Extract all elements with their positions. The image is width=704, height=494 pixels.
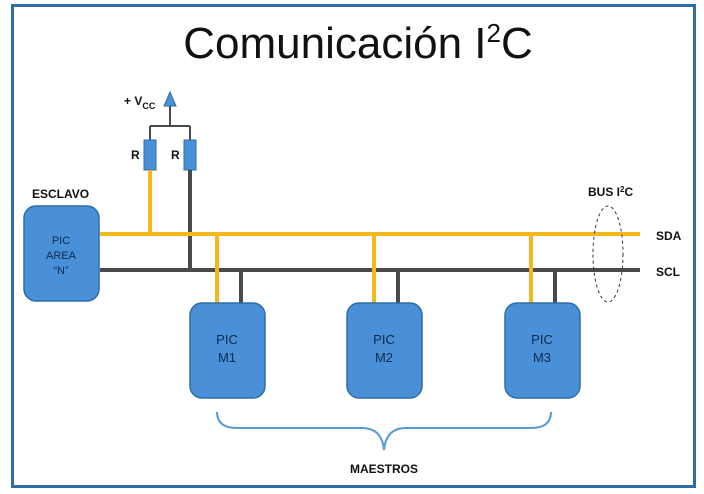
bus-label: BUS I2C: [588, 185, 633, 199]
masters-brace: [216, 411, 552, 451]
resistor-1-label: R: [131, 148, 140, 162]
slave-heading: ESCLAVO: [32, 187, 89, 201]
resistor-2-label: R: [171, 148, 180, 162]
vcc-arrow-icon: [163, 90, 177, 107]
slide-frame: [11, 4, 696, 488]
bus-ellipse: [592, 205, 624, 303]
master-box-m2: [346, 302, 423, 399]
vcc-label: + VCC: [124, 94, 156, 111]
slave-line-2: AREA: [46, 250, 77, 262]
master-m1-line-1: PIC: [216, 332, 238, 347]
slave-box: [23, 205, 100, 302]
master-m3-line-1: PIC: [531, 332, 553, 347]
master-m2-line-1: PIC: [373, 332, 395, 347]
resistor-2: [183, 139, 197, 171]
resistor-1: [143, 139, 157, 171]
master-box-m1: [189, 302, 266, 399]
master-box-m3: [504, 302, 581, 399]
slave-line-1: PIC: [52, 235, 70, 247]
masters-label: MAESTROS: [350, 462, 418, 476]
page-title: Comunicación I2C: [183, 18, 533, 68]
master-m1-line-2: M1: [218, 350, 236, 365]
scl-label: SCL: [656, 265, 680, 279]
slave-line-3: “N”: [53, 265, 69, 277]
sda-label: SDA: [656, 229, 682, 243]
master-m2-line-2: M2: [375, 350, 393, 365]
master-m3-line-2: M3: [533, 350, 551, 365]
